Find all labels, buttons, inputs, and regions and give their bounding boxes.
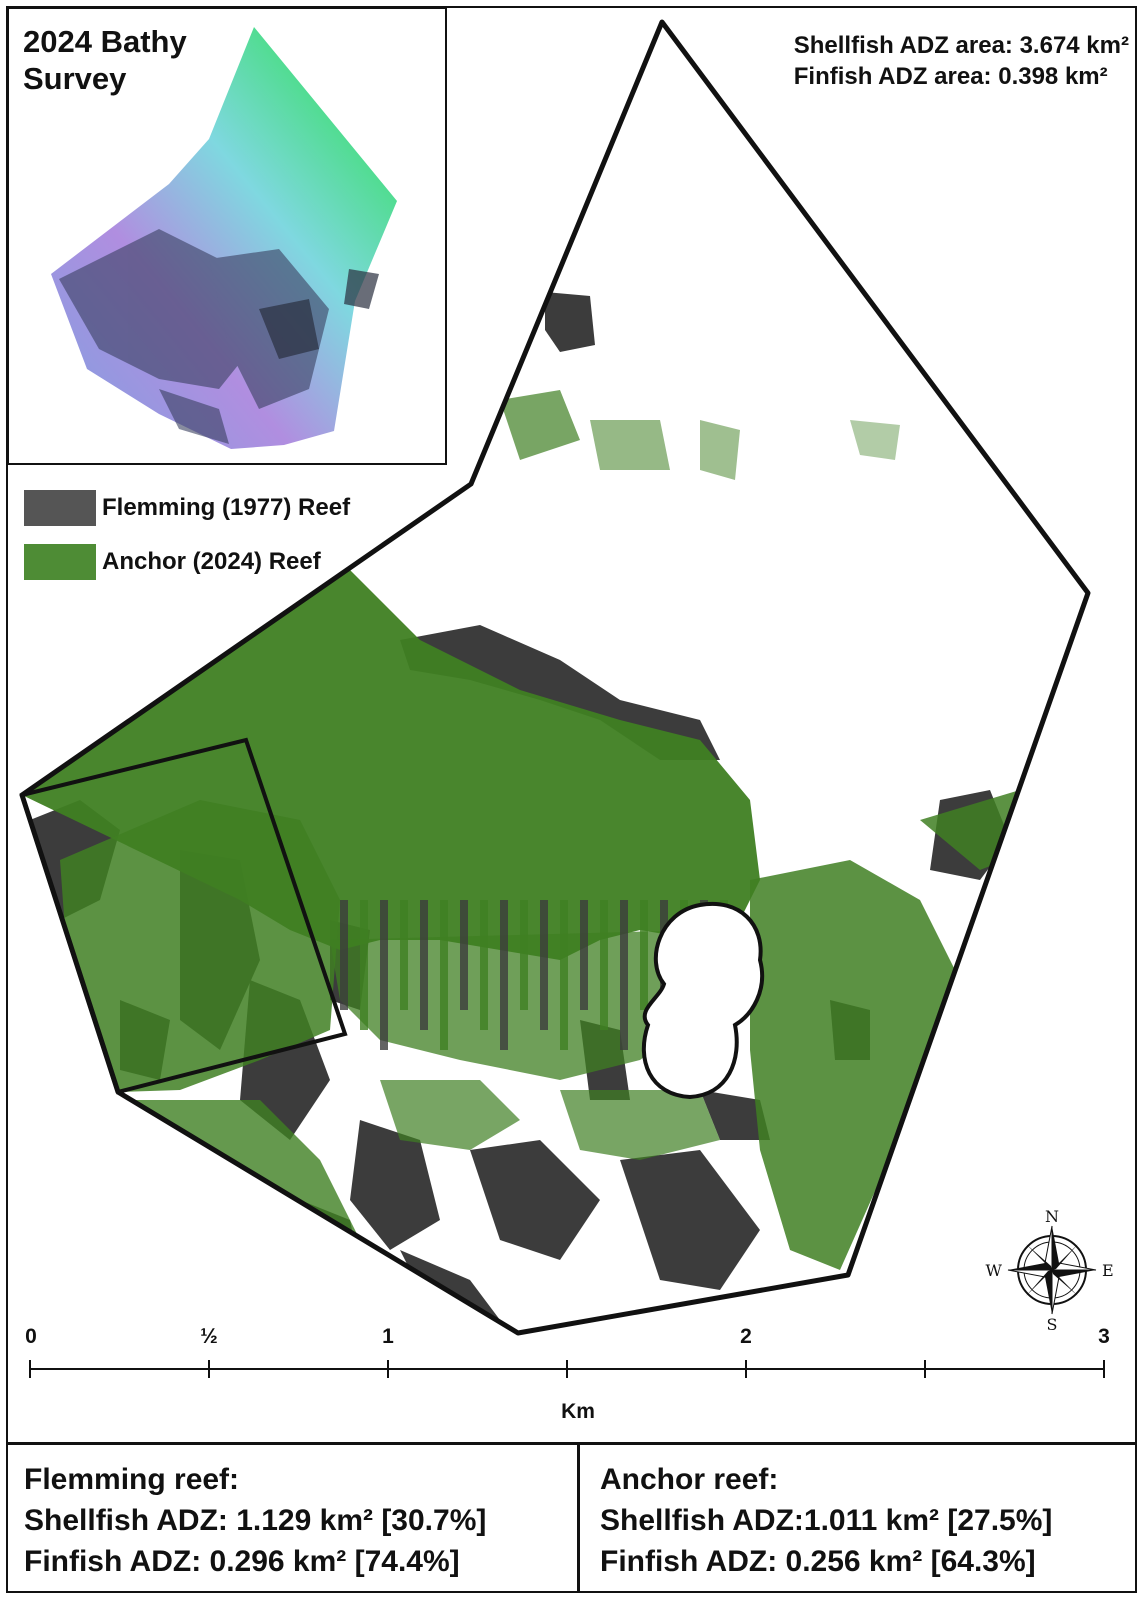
shellfish-area: Shellfish ADZ area: 3.674 km² — [793, 32, 1129, 59]
scale-tick-half: ½ — [200, 1325, 218, 1348]
scale-tick-0: 0 — [25, 1325, 37, 1348]
bathy-inset: 2024 Bathy Survey — [7, 7, 447, 465]
shellfish-adz-boundary — [19, 19, 1091, 1336]
flemming-summary: Flemming reef: Shellfish ADZ: 1.129 km² … — [24, 1459, 486, 1582]
flemming-summary-title: Flemming reef: — [24, 1463, 240, 1496]
survey-track-stripe — [500, 900, 508, 1050]
survey-track-stripe — [440, 900, 448, 1050]
scale-bar — [29, 1360, 1105, 1378]
compass-w: W — [986, 1261, 1003, 1280]
survey-track-stripe — [640, 900, 648, 1010]
summary-divider — [577, 1445, 580, 1593]
survey-track-stripe — [580, 900, 588, 1010]
legend-swatch-flemming — [24, 490, 96, 526]
finfish-adz-boundary — [19, 737, 348, 1095]
area-stats: Shellfish ADZ area: 3.674 km² Finfish AD… — [794, 30, 1129, 92]
inset-title-line1: 2024 Bathy — [23, 24, 187, 59]
survey-track-stripe — [380, 900, 388, 1050]
anchor-summary: Anchor reef: Shellfish ADZ:1.011 km² [27… — [600, 1459, 1052, 1582]
legend-swatch-anchor — [24, 544, 96, 580]
compass-e: E — [1102, 1261, 1114, 1280]
map-frame — [6, 6, 1137, 1593]
survey-track-stripe — [360, 900, 368, 1030]
scale-tick-3: 3 — [1098, 1325, 1110, 1348]
survey-track-stripe — [420, 900, 428, 1030]
survey-track-stripe — [460, 900, 468, 1010]
survey-track-stripe — [620, 900, 628, 1050]
survey-track-stripe — [480, 900, 488, 1030]
survey-track-stripe — [400, 900, 408, 1010]
legend-label-flemming: Flemming (1977) Reef — [102, 494, 351, 521]
survey-track-stripe — [340, 900, 348, 1010]
survey-track-stripe — [540, 900, 548, 1030]
compass-s: S — [1047, 1315, 1058, 1334]
inset-title-line2: Survey — [23, 61, 127, 96]
survey-track-stripe — [560, 900, 568, 1050]
scale-tick-1: 1 — [382, 1325, 394, 1348]
inset-title: 2024 Bathy Survey — [23, 23, 243, 97]
compass-rose: N S E W — [986, 1207, 1114, 1334]
flemming-summary-finfish: Finfish ADZ: 0.296 km² [74.4%] — [24, 1545, 460, 1578]
reef-layers — [22, 292, 1030, 1333]
compass-n: N — [1045, 1207, 1059, 1226]
bathy-inset-image — [51, 27, 397, 449]
legend-item-anchor: Anchor (2024) Reef — [24, 535, 350, 589]
scale-tick-2: 2 — [740, 1325, 752, 1348]
survey-track-stripe — [600, 900, 608, 1030]
anchor-summary-title: Anchor reef: — [600, 1463, 779, 1496]
anchor-summary-finfish: Finfish ADZ: 0.256 km² [64.3%] — [600, 1545, 1036, 1578]
legend-label-anchor: Anchor (2024) Reef — [102, 548, 321, 575]
survey-track-stripe — [520, 900, 528, 1010]
legend-item-flemming: Flemming (1977) Reef — [24, 481, 350, 535]
legend: Flemming (1977) Reef Anchor (2024) Reef — [24, 481, 350, 589]
flemming-summary-shellfish: Shellfish ADZ: 1.129 km² [30.7%] — [24, 1504, 487, 1537]
summary-panel: Flemming reef: Shellfish ADZ: 1.129 km² … — [6, 1442, 1137, 1593]
anchor-summary-shellfish: Shellfish ADZ:1.011 km² [27.5%] — [600, 1504, 1053, 1537]
scale-unit: Km — [561, 1400, 595, 1423]
finfish-area: Finfish ADZ area: 0.398 km² — [793, 63, 1108, 90]
